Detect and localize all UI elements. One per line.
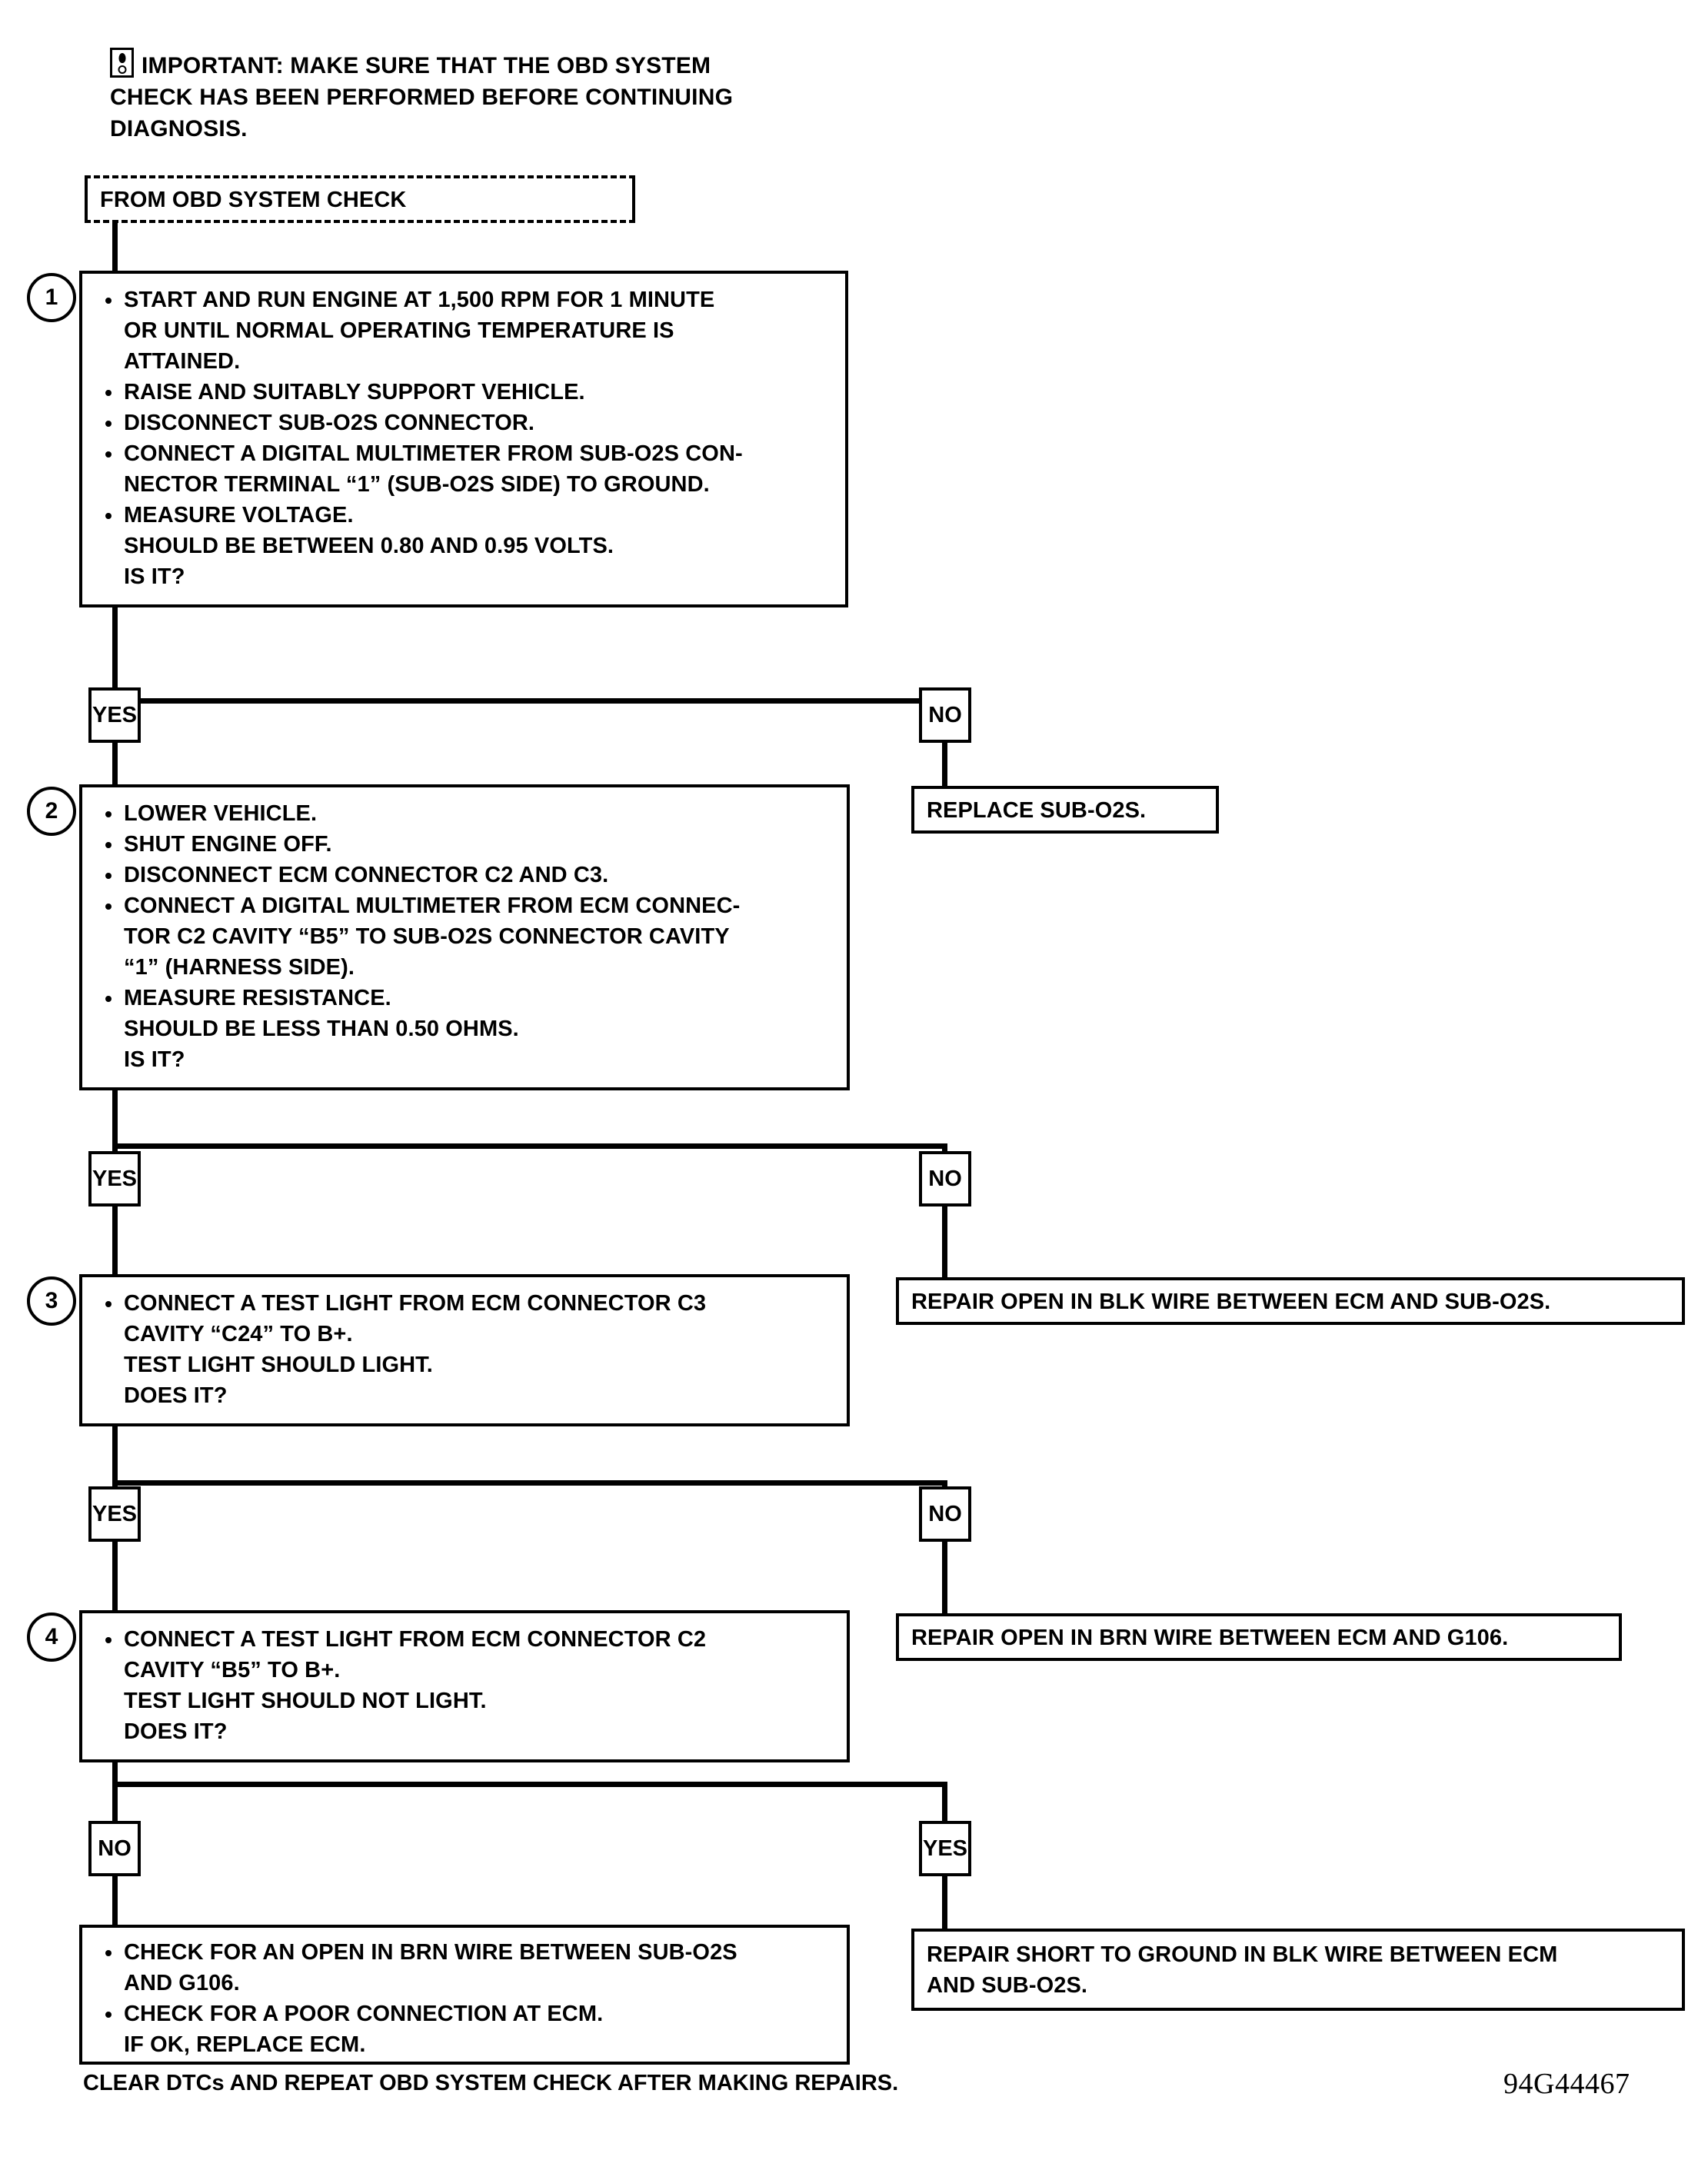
step-number-2: 2	[27, 787, 76, 836]
branch-3-yes-label: YES	[88, 1486, 141, 1542]
branch-1-yes-label: YES	[88, 687, 141, 743]
list-item: CONNECT A TEST LIGHT FROM ECM CONNECTOR …	[96, 1288, 833, 1411]
step-number-1: 1	[27, 273, 76, 322]
connector-branch3-yes-to-step4	[112, 1542, 118, 1611]
list-item: CHECK FOR A POOR CONNECTION AT ECM. IF O…	[96, 1999, 833, 2060]
step-2-list: LOWER VEHICLE. SHUT ENGINE OFF. DISCONNE…	[96, 798, 833, 1075]
step-2-box: LOWER VEHICLE. SHUT ENGINE OFF. DISCONNE…	[79, 784, 850, 1090]
connector-branch1-horizontal	[112, 698, 947, 704]
step-number-3: 3	[27, 1276, 76, 1326]
entry-box: FROM OBD SYSTEM CHECK	[85, 175, 635, 223]
step-4-box: CONNECT A TEST LIGHT FROM ECM CONNECTOR …	[79, 1610, 850, 1762]
footer-note: CLEAR DTCs AND REPEAT OBD SYSTEM CHECK A…	[83, 2071, 899, 2095]
connector-branch3-no-to-repair	[942, 1542, 947, 1616]
connector-branch1-no-to-replace	[942, 743, 947, 789]
list-item: LOWER VEHICLE.	[96, 798, 833, 829]
connector-step4-down	[112, 1762, 118, 1847]
list-item: MEASURE VOLTAGE. SHOULD BE BETWEEN 0.80 …	[96, 500, 831, 592]
final-checks-list: CHECK FOR AN OPEN IN BRN WIRE BETWEEN SU…	[96, 1937, 833, 2060]
important-note: IMPORTANT: MAKE SURE THAT THE OBD SYSTEM…	[110, 48, 879, 145]
connector-branch4-yes-down	[942, 1782, 947, 1830]
list-item: CONNECT A DIGITAL MULTIMETER FROM ECM CO…	[96, 890, 833, 983]
list-item: DISCONNECT SUB-O2S CONNECTOR.	[96, 408, 831, 438]
important-icon	[110, 48, 134, 78]
connector-branch4-no-to-final	[112, 1876, 118, 1926]
important-note-line-3: DIAGNOSIS.	[110, 116, 248, 141]
list-item: SHUT ENGINE OFF.	[96, 829, 833, 860]
connector-branch4-yes-to-repair	[942, 1876, 947, 1929]
branch-4-yes-label: YES	[919, 1821, 971, 1876]
list-item: DISCONNECT ECM CONNECTOR C2 AND C3.	[96, 860, 833, 890]
outcome-replace-sub-o2s-label: REPLACE SUB-O2S.	[927, 798, 1147, 823]
list-item: START AND RUN ENGINE AT 1,500 RPM FOR 1 …	[96, 285, 831, 377]
step-3-box: CONNECT A TEST LIGHT FROM ECM CONNECTOR …	[79, 1274, 850, 1426]
connector-step3-down	[112, 1426, 118, 1515]
connector-step1-down	[112, 607, 118, 704]
list-item: CONNECT A DIGITAL MULTIMETER FROM SUB-O2…	[96, 438, 831, 500]
list-item: RAISE AND SUITABLY SUPPORT VEHICLE.	[96, 377, 831, 408]
important-note-line-2: CHECK HAS BEEN PERFORMED BEFORE CONTINUI…	[110, 85, 734, 110]
step-number-4: 4	[27, 1613, 76, 1662]
list-item: MEASURE RESISTANCE. SHOULD BE LESS THAN …	[96, 983, 833, 1075]
connector-entry-to-step1	[112, 223, 118, 273]
step-1-box: START AND RUN ENGINE AT 1,500 RPM FOR 1 …	[79, 271, 848, 607]
important-note-text-1: IMPORTANT: MAKE SURE THAT THE OBD SYSTEM	[142, 53, 711, 78]
connector-branch2-yes-to-step3	[112, 1206, 118, 1276]
outcome-repair-open-blk-box: REPAIR OPEN IN BLK WIRE BETWEEN ECM AND …	[896, 1277, 1685, 1325]
connector-branch1-yes-to-step2	[112, 743, 118, 785]
outcome-repair-open-brn-box: REPAIR OPEN IN BRN WIRE BETWEEN ECM AND …	[896, 1613, 1622, 1661]
step-4-list: CONNECT A TEST LIGHT FROM ECM CONNECTOR …	[96, 1624, 833, 1747]
step-1-list: START AND RUN ENGINE AT 1,500 RPM FOR 1 …	[96, 285, 831, 592]
connector-branch2-horizontal	[112, 1143, 947, 1149]
outcome-repair-short-blk-box: REPAIR SHORT TO GROUND IN BLK WIRE BETWE…	[911, 1929, 1685, 2011]
outcome-replace-sub-o2s-box: REPLACE SUB-O2S.	[911, 786, 1219, 834]
branch-1-no-label: NO	[919, 687, 971, 743]
list-item: CHECK FOR AN OPEN IN BRN WIRE BETWEEN SU…	[96, 1937, 833, 1999]
branch-2-yes-label: YES	[88, 1151, 141, 1206]
reference-code: 94G44467	[1503, 2068, 1630, 2100]
step-3-list: CONNECT A TEST LIGHT FROM ECM CONNECTOR …	[96, 1288, 833, 1411]
branch-2-no-label: NO	[919, 1151, 971, 1206]
entry-label: FROM OBD SYSTEM CHECK	[100, 188, 407, 212]
important-note-line-1: IMPORTANT: MAKE SURE THAT THE OBD SYSTEM	[110, 48, 879, 82]
connector-branch3-horizontal	[112, 1480, 947, 1486]
outcome-repair-open-blk-label: REPAIR OPEN IN BLK WIRE BETWEEN ECM AND …	[911, 1290, 1551, 1314]
connector-branch2-no-to-repair	[942, 1206, 947, 1280]
outcome-repair-open-brn-label: REPAIR OPEN IN BRN WIRE BETWEEN ECM AND …	[911, 1626, 1509, 1650]
branch-3-no-label: NO	[919, 1486, 971, 1542]
branch-4-no-label: NO	[88, 1821, 141, 1876]
outcome-repair-short-blk-label: REPAIR SHORT TO GROUND IN BLK WIRE BETWE…	[927, 1942, 1558, 1998]
connector-step2-down	[112, 1090, 118, 1175]
outcome-final-checks-box: CHECK FOR AN OPEN IN BRN WIRE BETWEEN SU…	[79, 1925, 850, 2065]
connector-branch4-horizontal	[112, 1782, 947, 1787]
list-item: CONNECT A TEST LIGHT FROM ECM CONNECTOR …	[96, 1624, 833, 1747]
